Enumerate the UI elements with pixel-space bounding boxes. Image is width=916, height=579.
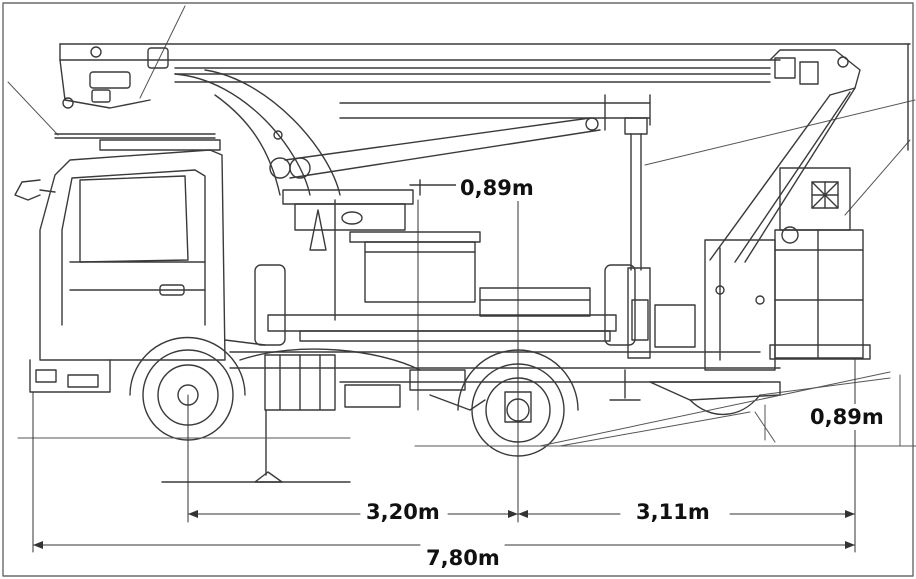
boom: [59, 43, 911, 196]
overall-length-label: 7,80m: [422, 545, 504, 571]
work-basket: [769, 167, 871, 360]
outrigger-pads: [161, 369, 641, 483]
cab: [14, 133, 266, 393]
dimension-lines: [32, 194, 856, 553]
outrigger-top-offset-label: 0,89m: [456, 175, 538, 201]
reference-lines: [17, 371, 916, 447]
turret: [282, 179, 481, 321]
chassis: [229, 264, 781, 416]
rear-axle-to-rear-label: 3,11m: [632, 499, 714, 525]
stabiliser-post: [624, 117, 651, 359]
dimension-arrows: [33, 510, 855, 549]
front-to-rear-axle-label: 3,20m: [362, 499, 444, 525]
outrigger-side-offset-label: 0,89m: [806, 404, 888, 430]
leader-lines: [7, 5, 916, 396]
